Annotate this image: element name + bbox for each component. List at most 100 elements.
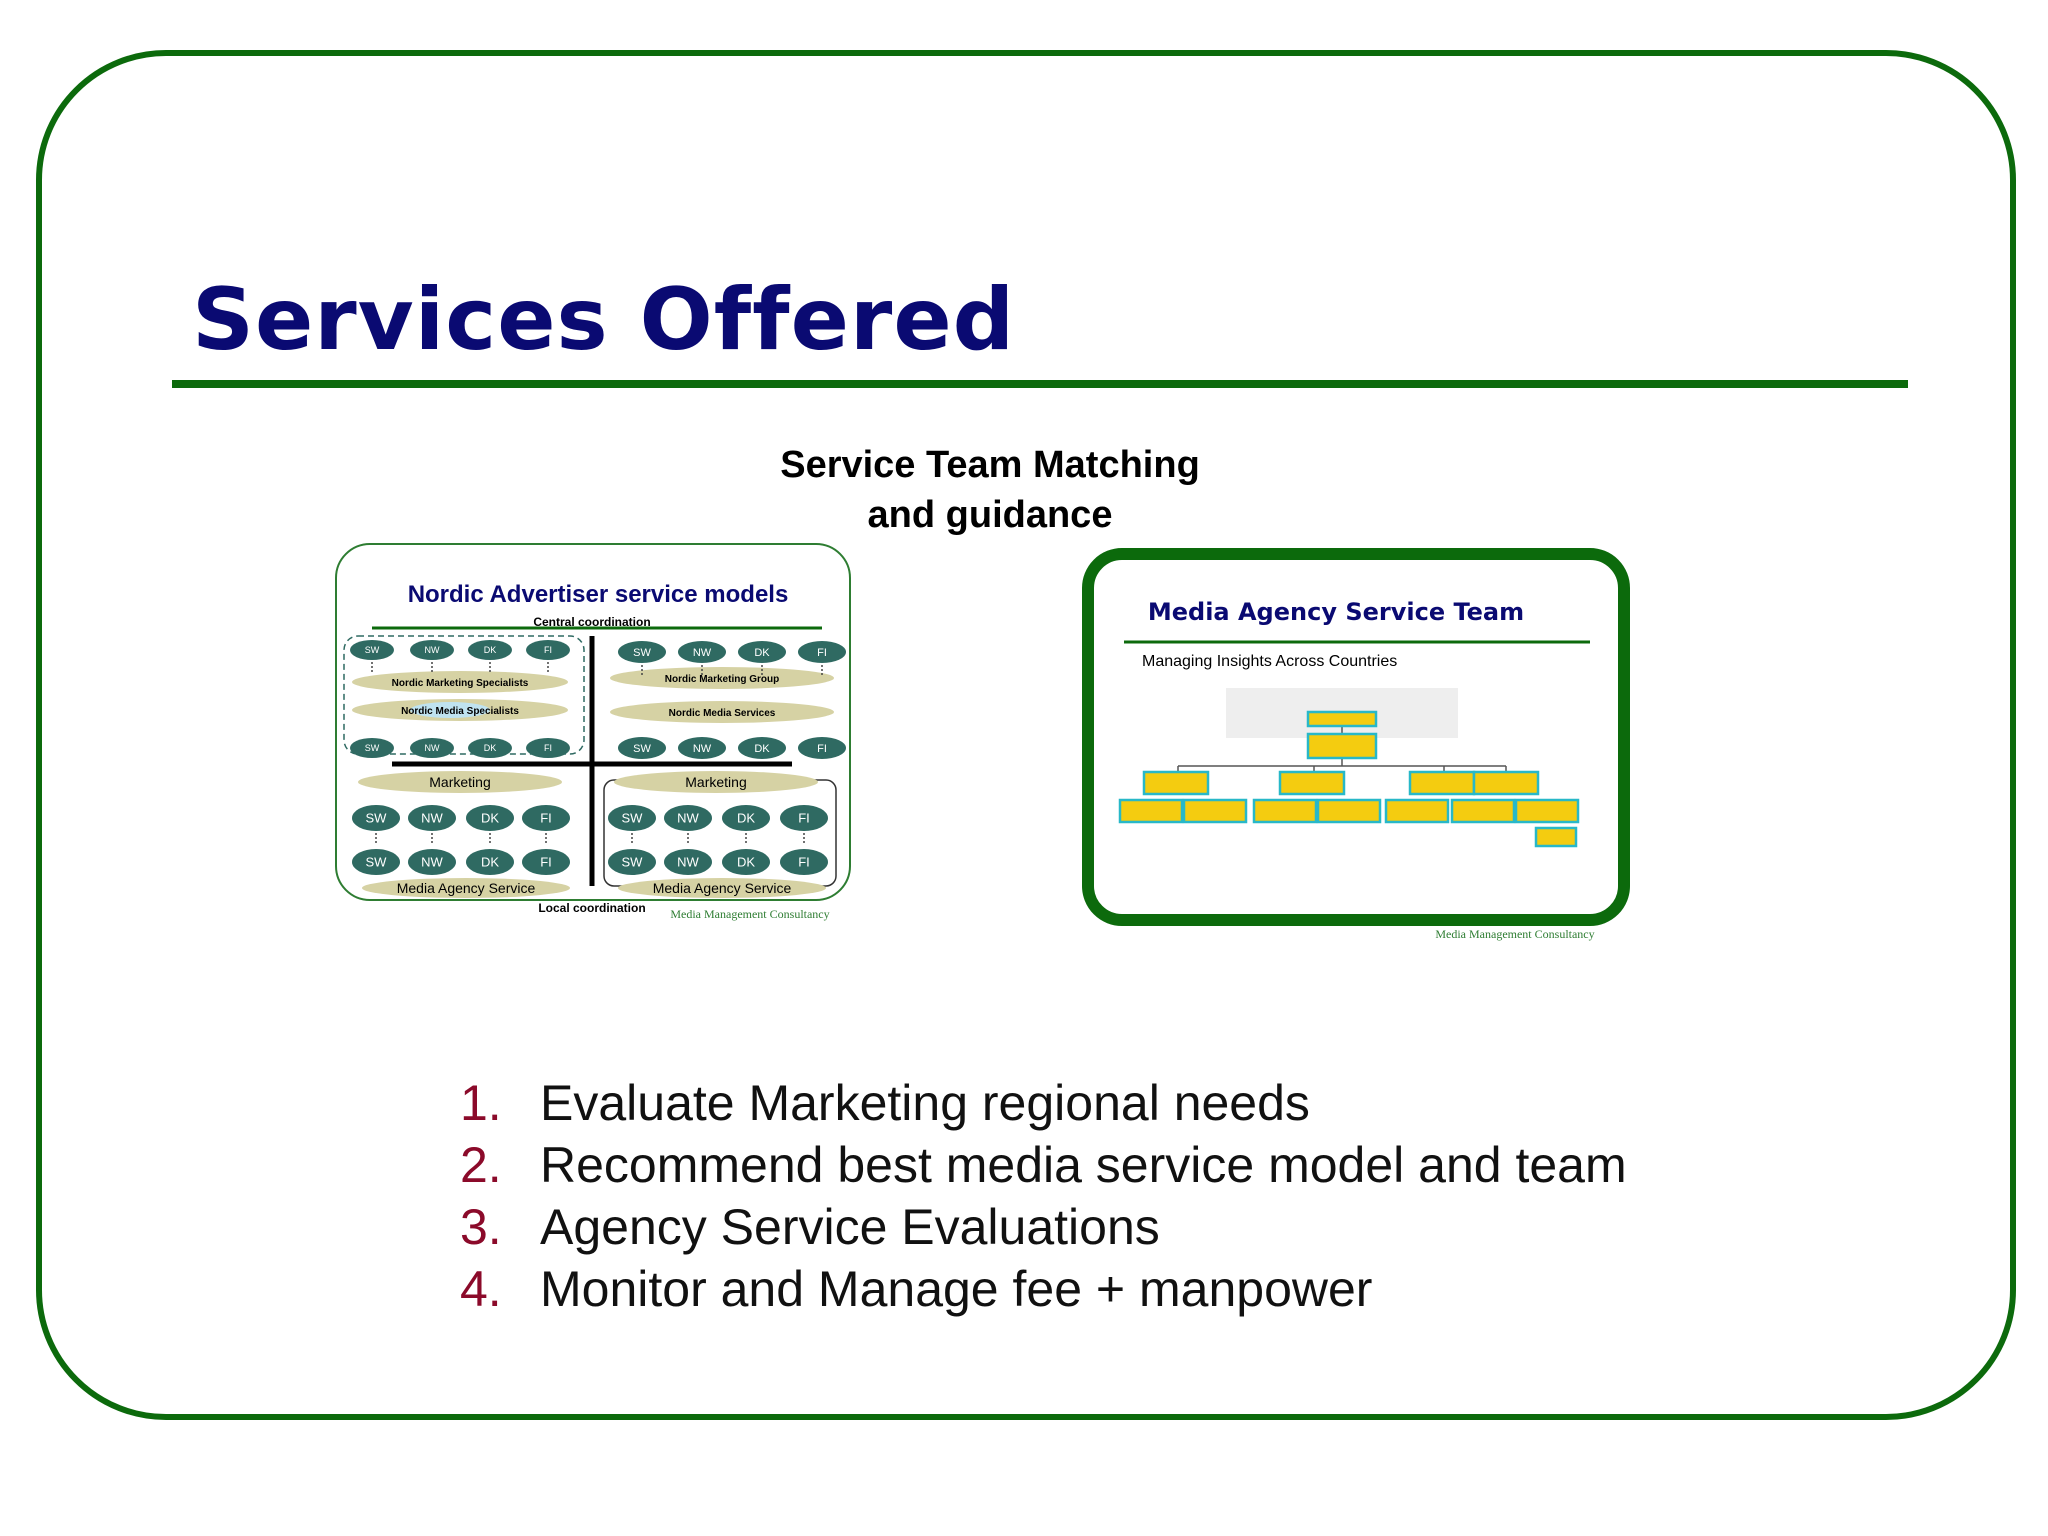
country-node <box>522 805 570 831</box>
country-node-label: SW <box>633 647 651 659</box>
slide-title: Services Offered <box>192 270 1016 370</box>
country-node-label: NW <box>425 645 440 655</box>
org-chart-box <box>1118 798 1184 824</box>
diagram-caption: Service Team Matching and guidance <box>700 440 1280 540</box>
agency-right-label: Media Agency Service <box>653 880 792 896</box>
country-node <box>678 737 726 759</box>
country-node-label: SW <box>366 811 388 826</box>
country-node <box>526 640 570 660</box>
right-diagram-subtitle: Managing Insights Across Countries <box>1142 653 1397 670</box>
country-node-label: DK <box>481 811 499 826</box>
country-node <box>780 805 828 831</box>
title-underline <box>172 380 1908 388</box>
country-node-label: DK <box>481 855 499 870</box>
org-chart-box <box>1514 798 1580 824</box>
country-node-label: NW <box>693 743 712 755</box>
band-marketing-right <box>614 771 818 793</box>
country-node <box>352 849 400 875</box>
country-node <box>408 805 456 831</box>
country-node-label: FI <box>540 811 552 826</box>
country-node-label: DK <box>754 647 770 659</box>
list-number: 2. <box>460 1137 502 1193</box>
org-chart-box <box>1316 798 1382 824</box>
list-text: Recommend best media service model and t… <box>540 1137 1627 1193</box>
left-diagram-title: Nordic Advertiser service models <box>408 581 789 608</box>
nordic-marketing-group-label: Nordic Marketing Group <box>665 674 779 685</box>
org-chart-box <box>1408 770 1476 796</box>
country-node <box>738 641 786 663</box>
country-nodes: SW NW DK FI SW NW DK FI SW NW DK FI SW NW DK FI SW NW DK FI… <box>350 640 846 875</box>
marketing-right-label: Marketing <box>685 774 746 790</box>
slide-frame <box>36 50 2016 1420</box>
org-chart-box <box>1472 770 1540 796</box>
country-node <box>618 737 666 759</box>
country-node <box>526 738 570 758</box>
local-coordination-label: Local coordination <box>538 901 645 915</box>
country-node-label: DK <box>484 645 497 655</box>
left-diagram-footer: Media Management Consultancy <box>670 907 829 921</box>
country-node-label: NW <box>677 811 699 826</box>
list-number: 4. <box>460 1261 502 1317</box>
org-chart-box <box>1534 826 1578 848</box>
caption-line-2: and guidance <box>867 494 1113 536</box>
list-text: Evaluate Marketing regional needs <box>540 1075 1310 1131</box>
list-item: 4.Monitor and Manage fee + manpower <box>460 1258 1627 1320</box>
list-item: 2. Recommend best media service model and… <box>460 1134 1627 1196</box>
country-node-label: SW <box>622 855 644 870</box>
country-node <box>466 805 514 831</box>
left-dashed-group <box>343 635 585 755</box>
central-coordination-label: Central coordination <box>533 615 650 629</box>
list-item: 3. Agency Service Evaluations <box>460 1196 1627 1258</box>
country-node-label: FI <box>540 855 552 870</box>
country-node-label: FI <box>544 743 552 753</box>
nordic-media-services-label: Nordic Media Services <box>669 708 776 719</box>
nordic-service-models-diagram: Nordic Advertiser service models Central… <box>335 543 851 921</box>
country-node-label: DK <box>737 855 755 870</box>
country-node-label: DK <box>754 743 770 755</box>
agency-left-label: Media Agency Service <box>397 880 536 896</box>
band-agency-left <box>362 878 570 898</box>
band-marketing-specialists <box>352 671 568 693</box>
country-node <box>664 805 712 831</box>
list-number: 3. <box>460 1199 502 1255</box>
country-node <box>678 641 726 663</box>
country-node <box>466 849 514 875</box>
country-node <box>664 849 712 875</box>
country-node-label: DK <box>737 811 755 826</box>
country-node <box>468 738 512 758</box>
country-node-label: DK <box>484 743 497 753</box>
country-node <box>618 641 666 663</box>
highlight-media <box>410 702 490 718</box>
right-diagram-footer: Media Management Consultancy <box>1435 927 1594 941</box>
country-node <box>350 738 394 758</box>
country-node-label: FI <box>817 647 827 659</box>
country-node <box>352 805 400 831</box>
org-chart-box <box>1278 770 1346 796</box>
marketing-left-label: Marketing <box>429 774 490 790</box>
country-node-label: NW <box>693 647 712 659</box>
media-agency-team-diagram: Media Agency Service Team Managing Insig… <box>1082 548 1630 941</box>
org-chart-box <box>1384 798 1450 824</box>
country-node-label: NW <box>677 855 699 870</box>
nordic-media-specialists-label: Nordic Media Specialists <box>401 706 519 717</box>
country-node-label: NW <box>421 811 443 826</box>
org-chart-box <box>1306 732 1378 760</box>
band-marketing-left <box>358 771 562 793</box>
country-node <box>522 849 570 875</box>
country-node-label: SW <box>633 743 651 755</box>
country-node <box>608 805 656 831</box>
country-node <box>410 738 454 758</box>
country-node <box>780 849 828 875</box>
list-text: Agency Service Evaluations <box>540 1199 1160 1255</box>
country-node <box>408 849 456 875</box>
country-node-label: SW <box>365 645 380 655</box>
band-media-services <box>610 701 834 723</box>
country-node-label: FI <box>798 855 810 870</box>
country-node-label: FI <box>817 743 827 755</box>
country-node <box>722 805 770 831</box>
country-node <box>468 640 512 660</box>
country-node-label: NW <box>421 855 443 870</box>
org-chart <box>1118 710 1580 848</box>
caption-line-1: Service Team Matching <box>780 444 1200 486</box>
country-node <box>722 849 770 875</box>
